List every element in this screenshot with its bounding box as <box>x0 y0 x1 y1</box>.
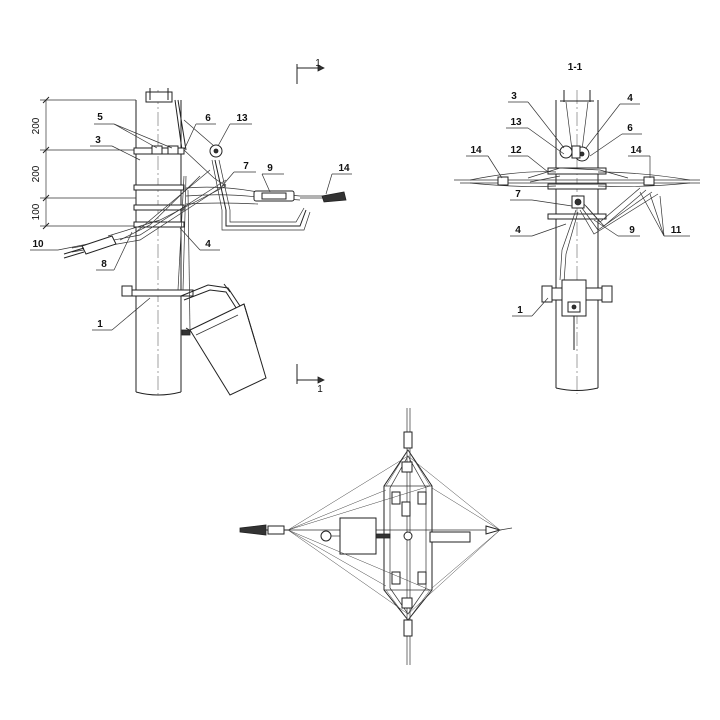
callout-label: 4 <box>205 239 211 250</box>
callout-label: 9 <box>267 163 273 174</box>
callout-label: 1 <box>517 305 523 316</box>
dimension-label: 200 <box>31 117 42 134</box>
dimension-label: 200 <box>31 165 42 182</box>
section-title: 1-1 <box>568 62 583 73</box>
pole-bands <box>121 144 223 297</box>
callout-label: 4 <box>627 93 633 104</box>
plan-wires <box>287 449 501 621</box>
cables <box>63 119 347 331</box>
pole-right <box>555 90 599 394</box>
callout-label: 13 <box>236 113 248 124</box>
callout-label: 8 <box>101 259 107 270</box>
callout-label: 12 <box>510 145 522 156</box>
callout-label: 10 <box>32 239 44 250</box>
pole-left <box>135 88 187 398</box>
section-cut-label: 1 <box>317 384 323 395</box>
callout-label: 4 <box>515 225 521 236</box>
callout-label: 6 <box>205 113 211 124</box>
section-cut-mark-top: 1 <box>296 58 325 84</box>
section-cut-label: 1 <box>315 58 321 69</box>
callout-label: 3 <box>511 91 517 102</box>
callout-label: 3 <box>95 135 101 146</box>
callout-label: 6 <box>627 123 633 134</box>
dimension-chain: 200 200 100 <box>31 96 136 230</box>
callout-label: 14 <box>470 145 482 156</box>
callout-label: 1 <box>97 319 103 330</box>
callout-label: 9 <box>629 225 635 236</box>
callout-label: 7 <box>515 189 521 200</box>
lower-bracket <box>541 279 613 350</box>
callout-label: 5 <box>97 112 103 123</box>
callout-label: 13 <box>510 117 522 128</box>
callout-label: 7 <box>243 161 249 172</box>
section-view: 1-1 <box>454 62 700 394</box>
plan-view <box>239 408 513 665</box>
side-view: 200 200 100 <box>30 58 352 398</box>
section-cut-mark-bottom: 1 <box>296 364 325 395</box>
callout-label: 14 <box>338 163 350 174</box>
callouts-left: 5 3 6 13 7 9 14 <box>30 112 352 331</box>
terminal-box <box>189 303 267 396</box>
callout-label: 11 <box>671 225 682 236</box>
dimension-label: 100 <box>31 203 42 220</box>
callout-label: 14 <box>630 145 642 156</box>
callouts-right: 3 4 13 6 14 12 14 <box>466 91 690 317</box>
horizontal-cables <box>454 167 700 283</box>
